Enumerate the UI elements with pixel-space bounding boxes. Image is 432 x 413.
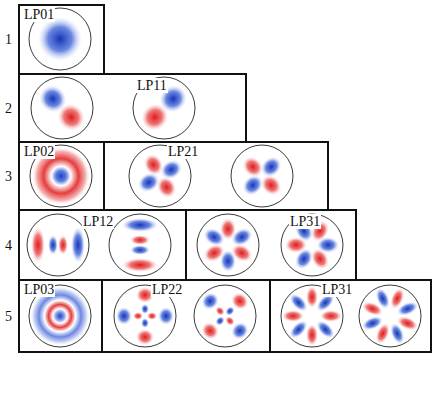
mode-label: LP01 xyxy=(23,7,55,22)
mode-label: LP11 xyxy=(136,78,168,93)
mode-box: LP01 xyxy=(18,4,105,75)
mode-label: LP03 xyxy=(23,282,55,297)
mode-box: LP12 xyxy=(18,209,187,281)
mode-box: LP21 xyxy=(103,141,329,211)
mode-label: LP02 xyxy=(23,144,55,159)
row-number: 2 xyxy=(5,101,12,116)
row-number: 3 xyxy=(5,169,12,184)
row-number: 5 xyxy=(5,309,12,324)
mode-label: LP21 xyxy=(167,144,199,159)
mode-label: LP31 xyxy=(321,282,353,297)
mode-label: LP31 xyxy=(289,214,321,229)
row-number: 1 xyxy=(5,32,12,47)
mode-box: LP22 xyxy=(101,279,271,353)
row-number: 4 xyxy=(5,238,12,253)
mode-box: LP03 xyxy=(18,279,103,353)
mode-label: LP12 xyxy=(82,214,114,229)
mode-box: LP02 xyxy=(18,141,105,211)
mode-box: LP31 xyxy=(269,279,432,353)
mode-box: LP11 xyxy=(18,73,247,143)
mode-box: LP31 xyxy=(185,209,357,281)
mode-label: LP22 xyxy=(151,282,183,297)
